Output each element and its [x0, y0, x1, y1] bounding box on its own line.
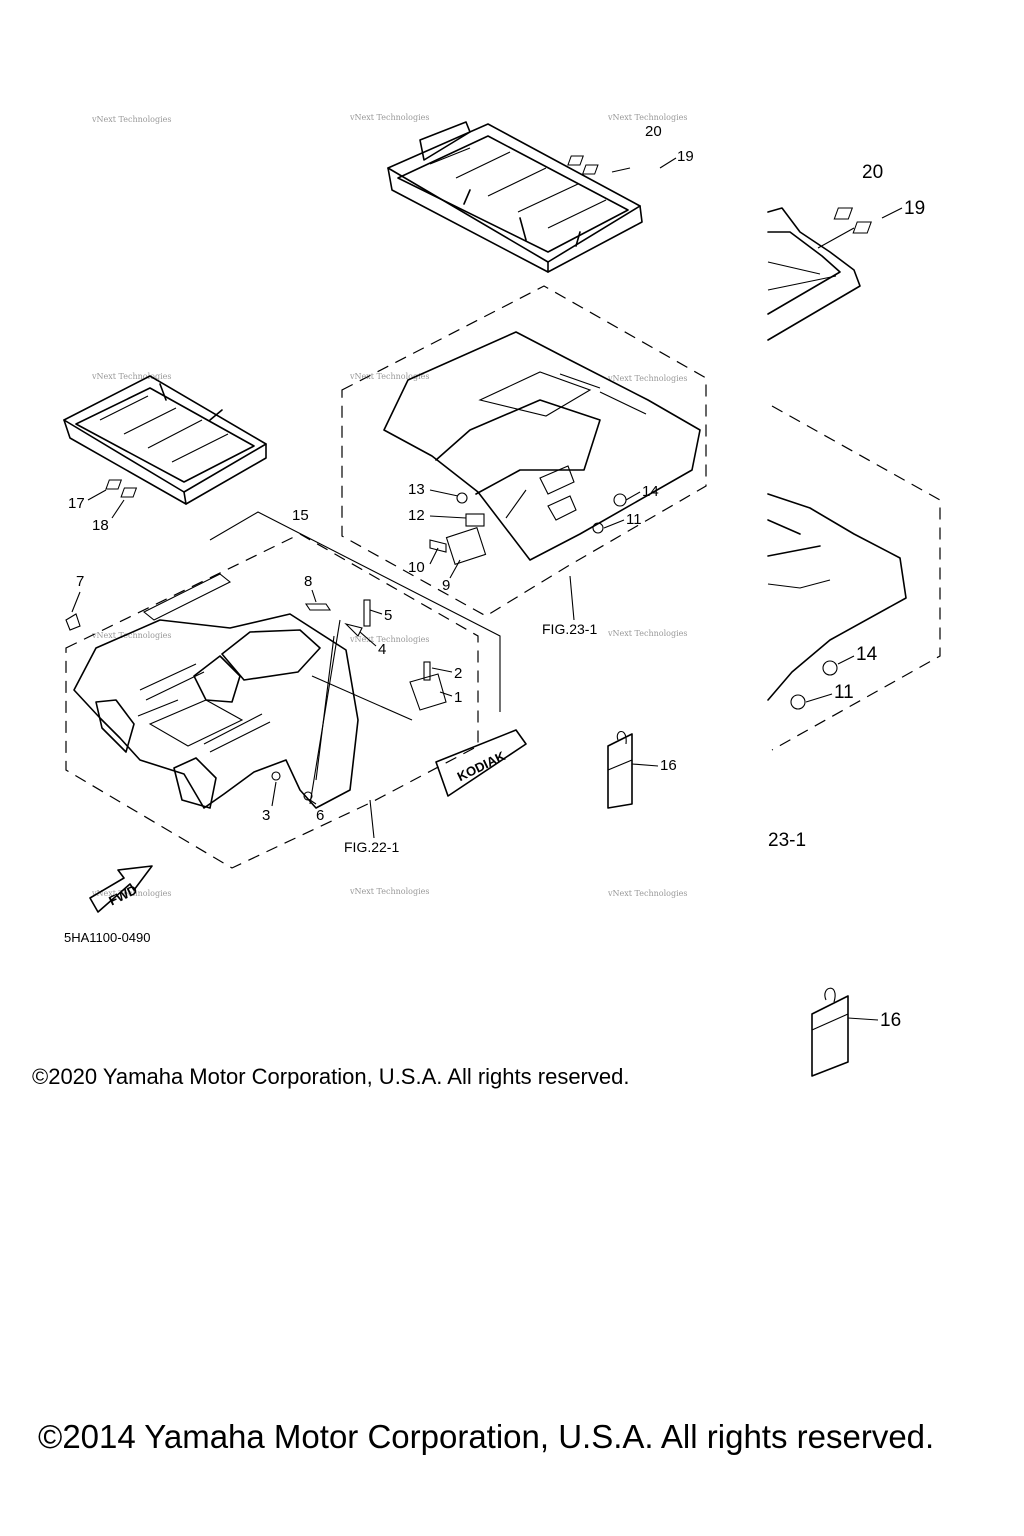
- rear-fender-boundary: [341, 285, 707, 617]
- watermark: vNext Technologies: [607, 889, 687, 898]
- drawing-code: 5HA1100-0490: [64, 930, 151, 945]
- watermark: vNext Technologies: [91, 372, 171, 381]
- rear-carrier-drawing: [387, 121, 643, 273]
- inset-fender-boundary: [771, 405, 941, 751]
- watermark: vNext Technologies: [349, 372, 429, 381]
- watermark: vNext Technologies: [349, 113, 429, 122]
- watermark: vNext Technologies: [91, 631, 171, 640]
- inset-fender-drawing: [767, 493, 907, 710]
- inset-hang-tag-16: [811, 987, 849, 1077]
- callout-14: 14: [642, 483, 659, 500]
- watermark: vNext Technologies: [607, 629, 687, 638]
- callout-3: 3: [262, 807, 270, 824]
- callout-11: 11: [626, 511, 642, 528]
- fig-ref-front: FIG.22-1: [344, 839, 399, 855]
- callout-9: 9: [442, 577, 450, 594]
- callout-13: 13: [408, 481, 425, 498]
- rear-fender-drawing: [383, 331, 701, 561]
- copyright-2014: ©2014 Yamaha Motor Corporation, U.S.A. A…: [38, 1418, 935, 1455]
- watermark: vNext Technologies: [91, 889, 171, 898]
- inset-callout-19: 19: [904, 198, 925, 219]
- watermark: vNext Technologies: [91, 115, 171, 124]
- inset-callout-14: 14: [856, 644, 878, 665]
- callout-18: 18: [92, 517, 109, 534]
- callout-20: 20: [645, 123, 662, 140]
- callout-10: 10: [408, 559, 425, 576]
- callout-4: 4: [378, 641, 386, 658]
- callout-7: 7: [76, 573, 84, 590]
- watermarks: vNext Technologies vNext Technologies vN…: [91, 113, 687, 898]
- rear-fender-small-parts: [429, 492, 627, 565]
- callout-8: 8: [304, 573, 312, 590]
- inset-label-20-shape: [833, 207, 854, 220]
- callout-1: 1: [454, 689, 462, 706]
- front-assembly-outline: [209, 511, 501, 712]
- watermark: vNext Technologies: [349, 635, 429, 644]
- callout-6: 6: [316, 807, 324, 824]
- inset-fig-ref: 23-1: [768, 830, 806, 851]
- front-small-parts: [65, 573, 447, 801]
- front-fender-boundary: [65, 533, 479, 869]
- hang-tag-16: [607, 730, 633, 809]
- front-fender-drawing: [73, 613, 359, 809]
- fig-ref-rear: FIG.23-1: [542, 621, 597, 637]
- label-17-shape: [105, 479, 123, 490]
- kodiak-label: KODIAK: [455, 748, 508, 784]
- callout-15: 15: [292, 507, 309, 524]
- inset-callout-16: 16: [880, 1010, 901, 1031]
- inset-label-19-shape: [852, 221, 872, 234]
- watermark: vNext Technologies: [349, 887, 429, 896]
- inset-callout-20: 20: [862, 162, 883, 183]
- callout-2: 2: [454, 665, 462, 682]
- copyright-2020: ©2020 Yamaha Motor Corporation, U.S.A. A…: [32, 1064, 630, 1089]
- watermark: vNext Technologies: [607, 113, 687, 122]
- label-18-shape: [120, 487, 138, 498]
- label-20-shape: [567, 155, 584, 166]
- inset-callout-11: 11: [834, 682, 854, 703]
- callout-16: 16: [660, 757, 677, 774]
- inset-carrier-drawing: [767, 207, 861, 341]
- label-19-shape: [581, 164, 599, 175]
- callout-17: 17: [68, 495, 85, 512]
- callout-5: 5: [384, 607, 392, 624]
- kodiak-decal: KODIAK: [435, 729, 527, 797]
- front-carrier-drawing: [63, 375, 267, 505]
- callout-12: 12: [408, 507, 425, 524]
- watermark: vNext Technologies: [607, 374, 687, 383]
- callout-19: 19: [677, 148, 694, 165]
